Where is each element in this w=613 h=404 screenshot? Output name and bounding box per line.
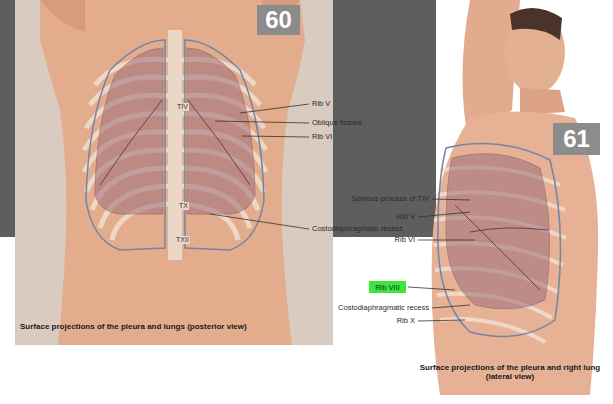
- part-label: Rib X: [397, 317, 415, 325]
- photo-ground: [15, 0, 333, 345]
- part-label: Rib V: [397, 213, 415, 221]
- figure-number-box: 60: [257, 5, 300, 35]
- part-label: Costodiaphragmatic recess: [338, 304, 429, 312]
- figure-caption: Surface projections of the pleura and ri…: [415, 364, 605, 382]
- part-label: Rib VI: [312, 133, 332, 141]
- vertebra-label: TX: [178, 202, 189, 210]
- node-text: Rib VIII: [375, 283, 400, 292]
- vertebra-label: TXII: [175, 236, 190, 244]
- back-torso: [40, 0, 305, 345]
- node-text: 60: [265, 6, 292, 34]
- highlighted-label: Rib VIII: [369, 281, 406, 293]
- part-label: Rib V: [312, 100, 330, 108]
- part-label: Oblique fissure: [312, 119, 362, 127]
- part-label: Costodiaphragmatic recess: [312, 225, 403, 233]
- figure-caption: Surface projections of the pleura and lu…: [20, 323, 247, 332]
- vertebra-label: TIV: [176, 103, 189, 111]
- part-label: Spinous process of TIV: [352, 195, 429, 203]
- part-label: Rib VI: [395, 236, 415, 244]
- figure-number-box: 61: [553, 123, 600, 155]
- node-text: 61: [563, 125, 590, 153]
